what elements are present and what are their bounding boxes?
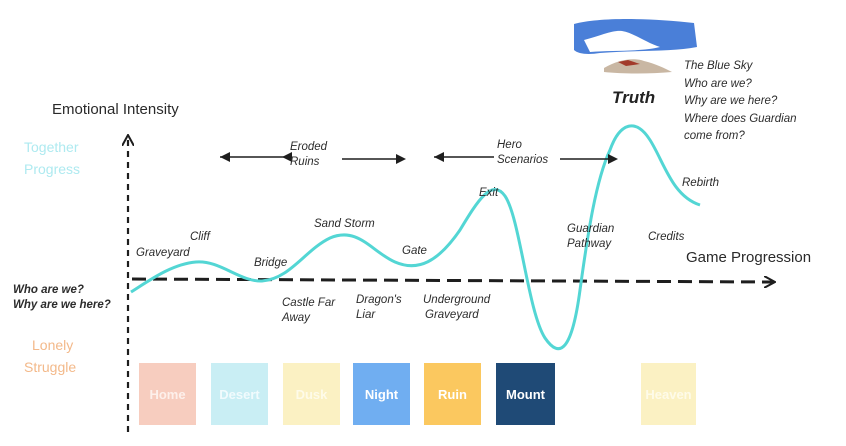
stage-box-heaven: Heaven — [641, 363, 696, 425]
label-sand-storm: Sand Storm — [314, 218, 375, 230]
stage-box-mount-label: Mount — [506, 386, 545, 402]
label-guardian-pathway: Guardian Pathway — [567, 222, 614, 252]
hero-arrow-left-head — [434, 152, 444, 162]
hero-arrow-right-head — [608, 154, 618, 164]
stage-box-ruin: Ruin — [424, 363, 481, 425]
label-bridge: Bridge — [254, 257, 288, 269]
eroded-line-1: Eroded — [290, 141, 328, 153]
span-hero-scenarios: Hero Scenarios — [497, 138, 548, 168]
start-line-1: Who are we? — [13, 284, 84, 296]
hero-line-2: Scenarios — [497, 154, 549, 166]
dragon-line-2: Liar — [356, 309, 376, 321]
eroded-arrow-left-head — [220, 152, 230, 162]
truth-q-3: Why are we here? — [684, 95, 778, 107]
castle-line-2: Away — [282, 312, 310, 324]
stage-box-night-label: Night — [364, 386, 399, 402]
lonely-line-1: Lonely — [32, 337, 74, 353]
start-line-2: Why are we here? — [13, 299, 111, 311]
underground-line-2: Graveyard — [425, 309, 479, 321]
stage-box-home: Home — [139, 363, 196, 425]
truth-label: Truth — [612, 88, 656, 107]
stage-box-home-label: Home — [149, 386, 186, 402]
label-credits: Credits — [648, 231, 685, 243]
truth-questions: The Blue Sky Who are we? Why are we here… — [684, 58, 797, 146]
label-dragon: Dragon's Liar — [356, 293, 402, 323]
label-exit: Exit — [479, 187, 499, 199]
dragon-line-1: Dragon's — [356, 294, 402, 306]
stage-box-ruin-label: Ruin — [438, 386, 467, 402]
stage-box-dusk: Dusk — [283, 363, 340, 425]
label-underground: Underground Graveyard — [423, 293, 490, 323]
label-rebirth: Rebirth — [682, 177, 720, 189]
truth-q-4: Where does Guardian — [684, 112, 797, 125]
lonely-line-2: Struggle — [24, 359, 77, 375]
castle-line-1: Castle Far — [282, 297, 336, 309]
stage-box-desert: Desert — [211, 363, 268, 425]
emotion-curve — [130, 124, 701, 350]
together-line-1: Together — [24, 139, 79, 155]
start-questions: Who are we? Why are we here? — [13, 283, 111, 313]
guardian-line-1: Guardian — [567, 223, 615, 235]
stage-box-mount: Mount — [496, 363, 555, 425]
blue-sky-image — [574, 19, 697, 74]
eroded-line-2: Ruins — [290, 156, 320, 168]
lonely-struggle-label: Lonely Struggle — [24, 334, 76, 378]
label-gate: Gate — [402, 245, 427, 257]
stage-box-night: Night — [353, 363, 410, 425]
hero-line-1: Hero — [497, 139, 522, 151]
stage-box-dusk-label: Dusk — [295, 386, 328, 402]
x-axis — [131, 279, 774, 282]
truth-q-1: The Blue Sky — [684, 60, 753, 72]
stage-box-heaven-label: Heaven — [645, 386, 692, 402]
underground-line-1: Underground — [423, 294, 491, 306]
together-progress-label: Together Progress — [24, 136, 80, 180]
x-axis-title: Game Progression — [686, 249, 812, 266]
label-graveyard: Graveyard — [136, 247, 190, 259]
truth-q-2: Who are we? — [684, 77, 752, 90]
truth-q-5: come from? — [684, 130, 745, 142]
label-cliff: Cliff — [190, 231, 210, 243]
y-axis-title: Emotional Intensity — [52, 101, 179, 118]
together-line-2: Progress — [24, 161, 81, 177]
span-eroded-ruins: Eroded Ruins — [290, 140, 327, 170]
label-castle: Castle Far Away — [282, 296, 335, 326]
guardian-line-2: Pathway — [567, 238, 612, 250]
stage-box-desert-label: Desert — [219, 386, 260, 402]
